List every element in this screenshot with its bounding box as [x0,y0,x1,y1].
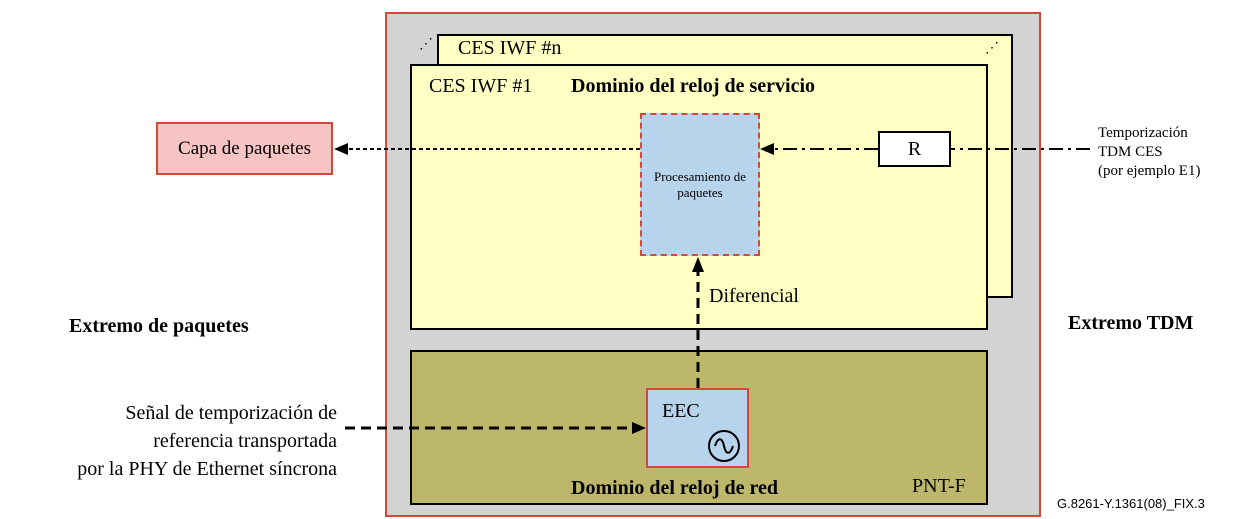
tdm-timing-line-2: TDM CES [1098,144,1163,160]
ces-iwf-1-label: CES IWF #1 [429,75,533,97]
ellipsis-left-icon: ⋰ [419,37,433,52]
eec-box: EEC [646,388,749,468]
sync-signal-line-3: por la PHY de Ethernet síncrona [77,458,337,480]
packet-end-label: Extremo de paquetes [69,315,249,337]
sync-signal-line-2: referencia transportada [153,430,337,452]
ellipsis-right-icon: ⋰ [985,41,999,56]
sync-signal-line-1: Señal de temporización de [125,402,337,424]
eec-label: EEC [662,400,700,422]
tdm-timing-line-1: Temporización [1098,125,1188,141]
service-clock-domain-title: Dominio del reloj de servicio [571,75,816,97]
processing-arrowhead [760,143,774,155]
eec-arrowhead [632,422,646,434]
packet-layer-label: Capa de paquetes [178,137,311,159]
network-clock-domain-title: Dominio del reloj de red [571,477,779,499]
figure-id: G.8261-Y.1361(08)_FIX.3 [1057,496,1205,511]
packet-processing-box: Procesamiento de paquetes [640,113,760,256]
tdm-timing-line-3: (por ejemplo E1) [1098,163,1201,179]
r-box-label: R [907,137,922,160]
ces-iwf-n-label: CES IWF #n [458,37,562,59]
packet-layer-arrowhead [334,143,348,155]
r-box: R [878,131,951,167]
tdm-end-label: Extremo TDM [1068,312,1194,334]
differential-arrowhead [692,257,704,272]
tdm-timing-text: Temporización TDM CES (por ejemplo E1) [1098,124,1200,181]
oscillator-icon [708,430,740,462]
differential-label: Diferencial [709,285,799,307]
packet-processing-label: Procesamiento de paquetes [653,168,747,200]
sync-signal-text: Señal de temporización de referencia tra… [77,399,337,483]
pnt-f-label: PNT-F [912,475,966,497]
packet-layer-box: Capa de paquetes [156,122,333,175]
